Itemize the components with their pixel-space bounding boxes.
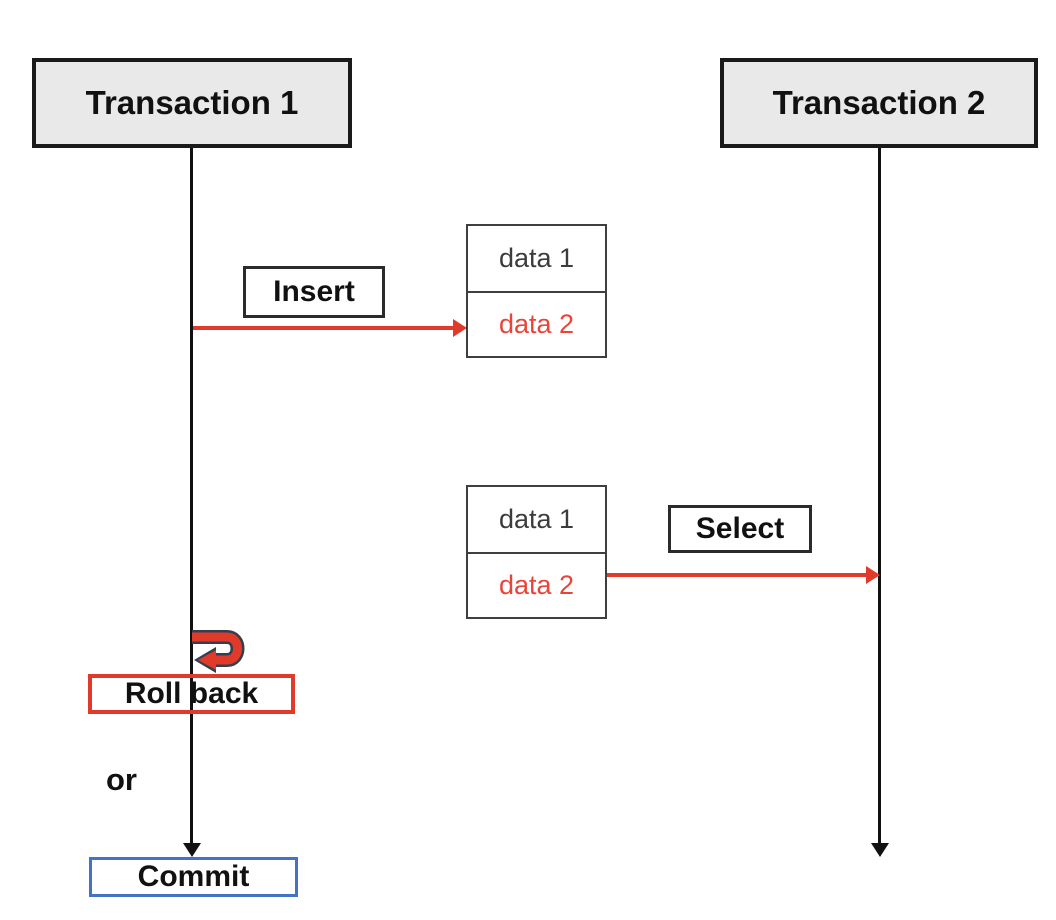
insert-arrowhead-icon bbox=[453, 319, 467, 337]
commit-box: Commit bbox=[89, 857, 298, 897]
transaction-1-lifeline-arrowhead-icon bbox=[183, 843, 201, 857]
or-label: or bbox=[106, 762, 137, 797]
table-row: data 1 bbox=[468, 226, 605, 291]
data-2-cell: data 2 bbox=[498, 309, 575, 339]
transaction-2-label: Transaction 2 bbox=[772, 84, 986, 121]
data-1-cell: data 1 bbox=[498, 504, 575, 534]
insert-label-box: Insert bbox=[243, 266, 385, 318]
select-arrowhead-icon bbox=[866, 566, 880, 584]
insert-arrow bbox=[193, 326, 455, 330]
select-label-box: Select bbox=[668, 505, 812, 553]
transaction-1-label: Transaction 1 bbox=[85, 84, 299, 121]
transaction-1-box: Transaction 1 bbox=[32, 58, 352, 148]
select-arrow bbox=[607, 573, 869, 577]
data-table-2: data 1 data 2 bbox=[466, 485, 607, 619]
insert-label: Insert bbox=[273, 275, 355, 308]
commit-label: Commit bbox=[137, 860, 250, 893]
data-1-cell: data 1 bbox=[498, 243, 575, 273]
rollback-uturn-icon bbox=[192, 630, 245, 673]
rollback-box: Roll back bbox=[88, 674, 295, 714]
table-row: data 1 bbox=[468, 487, 605, 552]
rollback-label: Roll back bbox=[124, 677, 259, 710]
table-row: data 2 bbox=[468, 552, 605, 617]
select-label: Select bbox=[695, 512, 785, 545]
transaction-2-lifeline-arrowhead-icon bbox=[871, 843, 889, 857]
transaction-2-box: Transaction 2 bbox=[720, 58, 1038, 148]
transaction-1-lifeline bbox=[190, 148, 193, 845]
data-table-1: data 1 data 2 bbox=[466, 224, 607, 358]
transaction-2-lifeline bbox=[878, 148, 881, 843]
data-2-cell: data 2 bbox=[498, 570, 575, 600]
table-row: data 2 bbox=[468, 291, 605, 356]
